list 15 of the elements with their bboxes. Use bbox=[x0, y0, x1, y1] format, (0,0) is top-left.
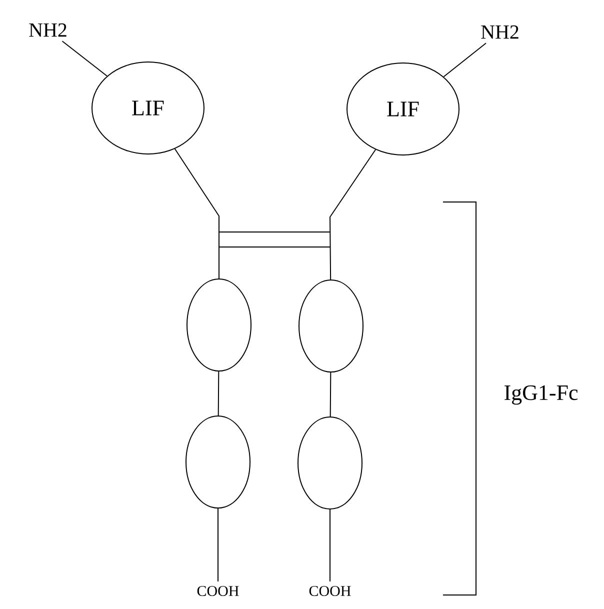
terminus-label: NH2 bbox=[481, 25, 518, 39]
chain-line bbox=[443, 42, 486, 78]
chain-line bbox=[62, 40, 108, 76]
domain-ellipse bbox=[186, 278, 252, 372]
terminus-label: COOH bbox=[197, 586, 239, 596]
terminus-label: NH2 bbox=[29, 23, 66, 37]
terminus-label: COOH bbox=[309, 586, 351, 596]
region-label: IgG1-Fc bbox=[504, 385, 578, 405]
chain-line bbox=[218, 371, 220, 416]
domain-ellipse bbox=[298, 280, 364, 372]
chain-line bbox=[330, 149, 376, 280]
domain-ellipse bbox=[186, 416, 250, 508]
domain-ellipse bbox=[298, 416, 362, 510]
chain-line bbox=[330, 372, 332, 417]
chain-line bbox=[174, 148, 220, 279]
